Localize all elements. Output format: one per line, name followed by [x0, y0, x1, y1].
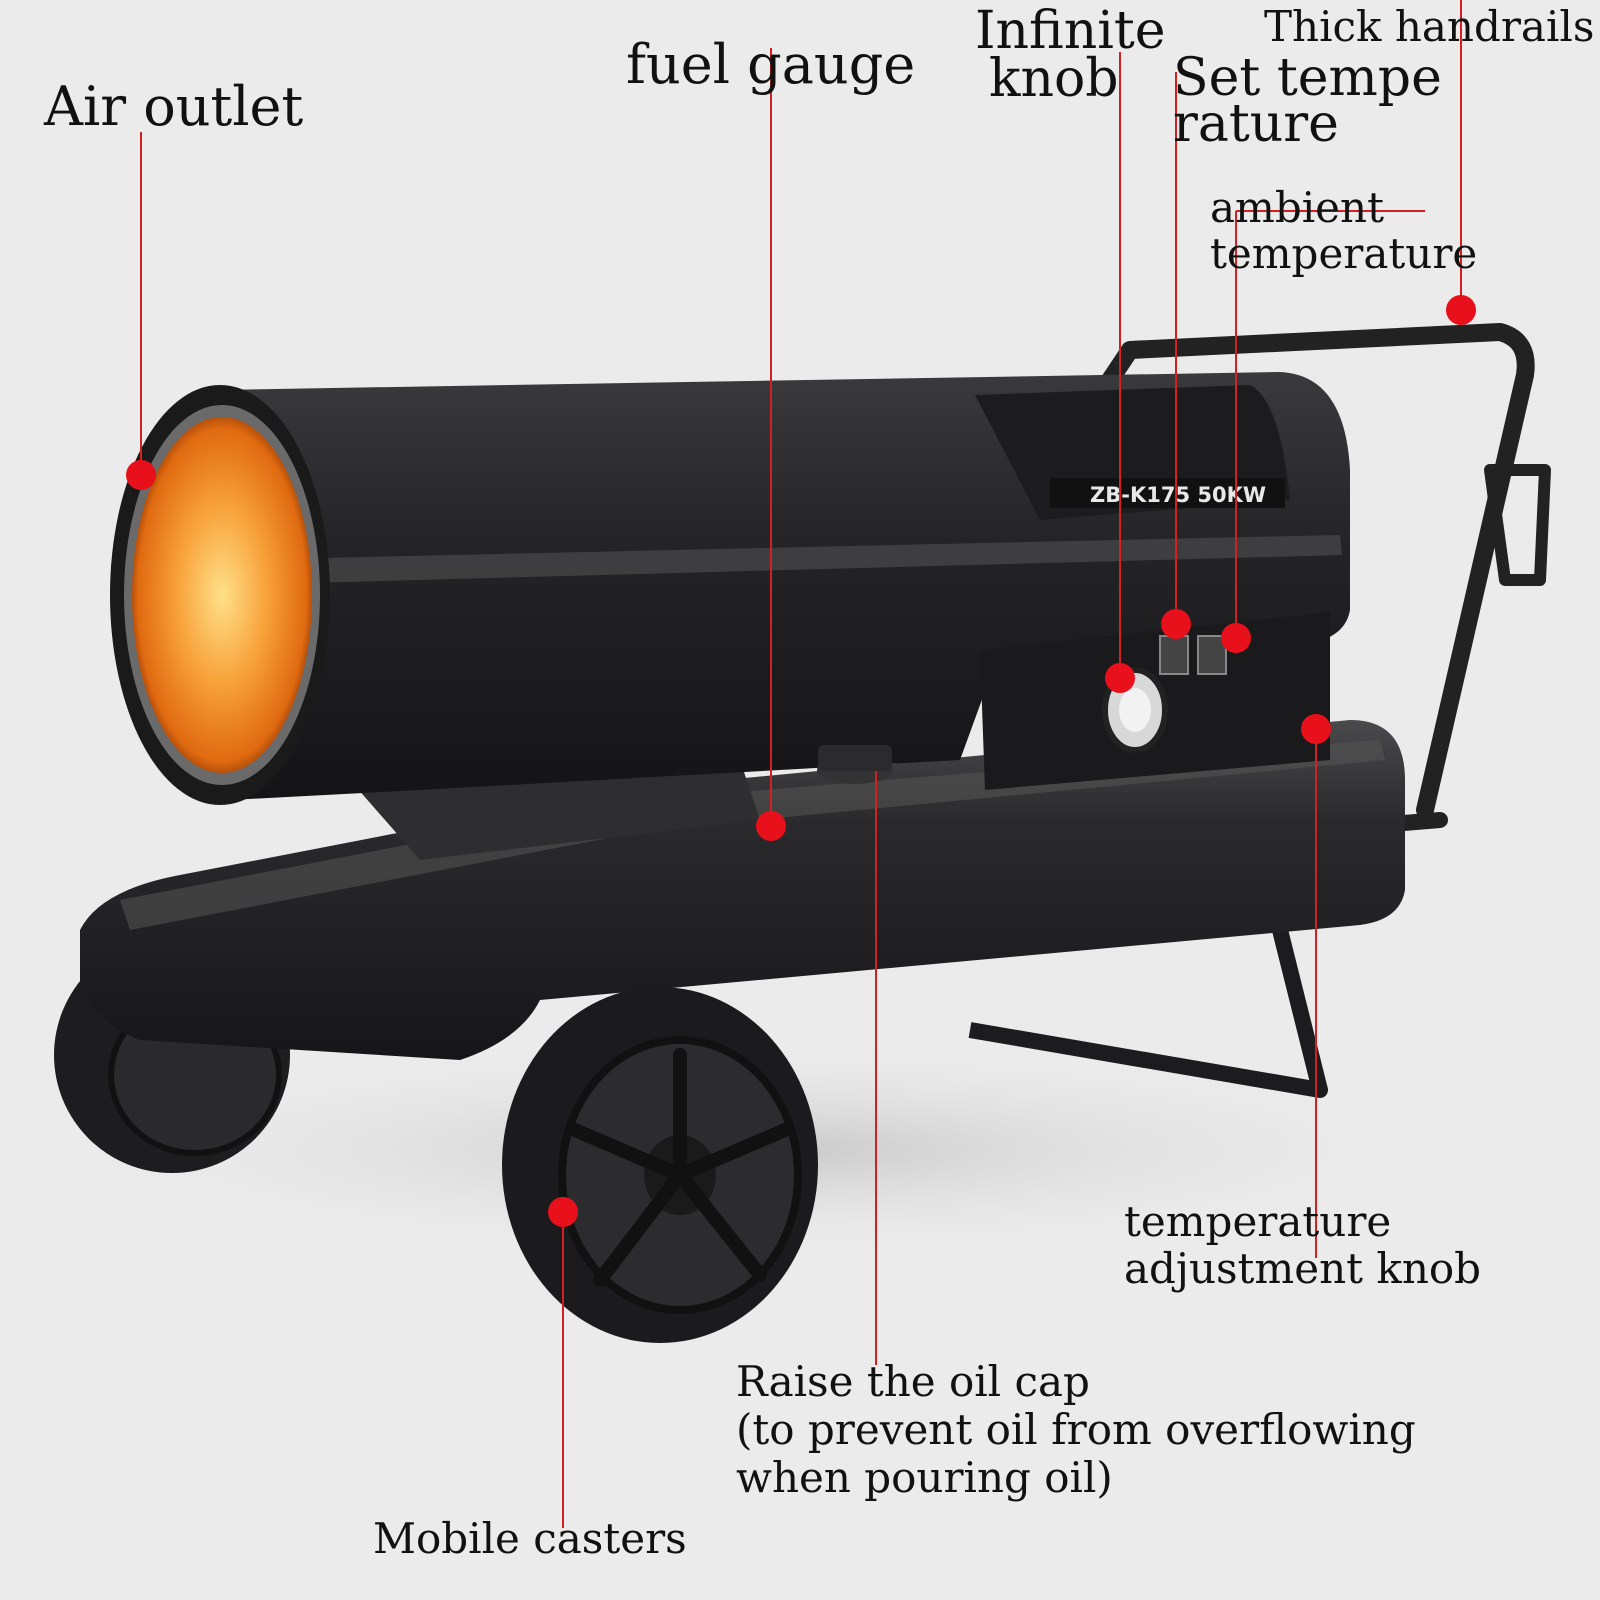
label-oil-cap-line-2: (to prevent oil from overflowing — [736, 1404, 1416, 1454]
dot-infinite-knob — [1105, 663, 1135, 693]
label-infinite-knob: Infinite knob — [975, 1, 1166, 109]
label-infinite-knob-line-1: Infinite — [975, 1, 1166, 61]
label-oil-cap: Raise the oil cap (to prevent oil from o… — [736, 1358, 1416, 1502]
label-infinite-knob-line-2: knob — [989, 48, 1119, 109]
dot-mobile-casters — [548, 1197, 578, 1227]
leader-ambient-temperature — [1235, 210, 1425, 638]
label-temperature-adjustment-knob: temperature adjustment knob — [1124, 1198, 1481, 1292]
label-ambient-line-2: temperature — [1210, 229, 1478, 279]
dot-temp-knob — [1301, 714, 1331, 744]
dot-fuel-gauge — [756, 811, 786, 841]
label-fuel-gauge: fuel gauge — [626, 33, 916, 96]
label-thick-handrails: Thick handrails — [1264, 2, 1595, 51]
label-mobile-casters: Mobile casters — [373, 1514, 687, 1563]
dot-air-outlet — [126, 460, 156, 490]
callout-lines — [140, 0, 1462, 1528]
oil-cap — [817, 745, 893, 784]
label-set-temperature-line-1: Set tempe — [1173, 48, 1442, 108]
label-oil-cap-line-3: when pouring oil) — [736, 1452, 1113, 1502]
dot-set-temperature — [1161, 609, 1191, 639]
callout-dots — [126, 295, 1476, 1227]
label-temp-knob-line-2: adjustment knob — [1124, 1244, 1482, 1294]
label-ambient-temperature: ambient temperature — [1210, 183, 1478, 279]
dot-thick-handrails — [1446, 295, 1476, 325]
model-plate-text: ZB-K175 50KW — [1090, 483, 1266, 507]
label-temp-knob-line-1: temperature — [1124, 1197, 1392, 1246]
label-air-outlet: Air outlet — [44, 75, 304, 138]
label-set-temperature-line-2: rature — [1173, 93, 1339, 154]
air-outlet — [110, 385, 330, 805]
front-wheel — [502, 987, 818, 1343]
label-ambient-line-1: ambient — [1210, 183, 1384, 232]
label-set-temperature: Set tempe rature — [1173, 48, 1442, 154]
label-oil-cap-line-1: Raise the oil cap — [736, 1357, 1090, 1406]
dot-ambient-temperature — [1221, 623, 1251, 653]
